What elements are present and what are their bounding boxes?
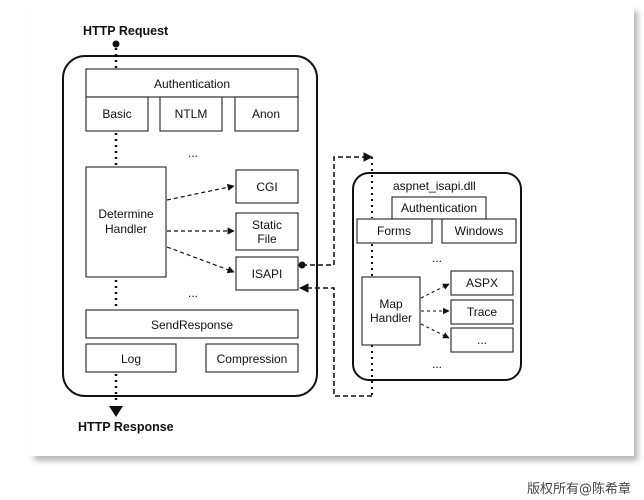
aspnet-auth-forms-label: Forms <box>377 224 411 238</box>
handler-isapi-label: ISAPI <box>252 267 283 281</box>
aspnet-auth-windows-label: Windows <box>455 224 504 238</box>
iis-authentication-label: Authentication <box>154 77 230 91</box>
arrow-to-isapi <box>166 246 235 274</box>
log-label: Log <box>121 352 141 366</box>
auth-ntlm-label: NTLM <box>175 107 208 121</box>
aspnet-auth-forms-box <box>356 218 433 244</box>
aspnet-handler-more-label: ... <box>477 333 487 347</box>
arrow-to-aspx <box>420 283 450 299</box>
aspnet-to-isapi-return-arrow <box>299 283 372 397</box>
handler-static-file-box <box>235 212 299 251</box>
auth-anon-box <box>234 96 299 132</box>
auth-ntlm-box <box>159 96 223 132</box>
aspnet-auth-windows-box <box>441 218 517 244</box>
auth-basic-label: Basic <box>102 107 131 121</box>
determine-handler-label-2: Handler <box>105 222 147 236</box>
handler-cgi-label: CGI <box>256 180 277 194</box>
determine-handler-box <box>85 166 167 278</box>
handler-static-label-1: Static <box>252 218 282 232</box>
aspnet-handler-aspx-label: ASPX <box>466 276 498 290</box>
determine-handler-label-1: Determine <box>98 207 154 221</box>
aspnet-authentication-box <box>391 196 487 220</box>
arrow-to-more-handlers <box>420 323 450 339</box>
handler-isapi-box <box>235 256 299 291</box>
compression-box <box>205 343 299 373</box>
handler-static-label-2: File <box>257 232 277 246</box>
http-response-label: HTTP Response <box>78 420 174 434</box>
arrow-to-cgi <box>166 183 235 201</box>
compression-label: Compression <box>217 352 288 366</box>
aspnet-ellipsis-bottom: ... <box>432 357 442 371</box>
handler-cgi-box <box>235 169 299 204</box>
http-request-label: HTTP Request <box>83 24 169 38</box>
copyright-watermark: 版权所有@陈希章 <box>527 481 631 497</box>
map-handler-box <box>361 276 421 346</box>
aspnet-ellipsis-top: ... <box>432 251 442 265</box>
aspnet-handler-trace-box <box>450 299 514 325</box>
log-box <box>85 343 177 373</box>
aspnet-handler-aspx-box <box>450 270 514 296</box>
isapi-to-aspnet-arrow <box>302 152 373 266</box>
aspnet-authentication-label: Authentication <box>401 201 477 215</box>
send-response-box <box>85 309 299 339</box>
iis-ellipsis-bottom: ... <box>188 286 198 300</box>
map-handler-label-2: Handler <box>370 311 412 325</box>
response-arrowhead <box>109 406 123 417</box>
aspnet-handler-trace-label: Trace <box>467 305 498 319</box>
aspnet-title: aspnet_isapi.dll <box>393 179 476 193</box>
request-entry-dot <box>112 40 120 48</box>
auth-anon-label: Anon <box>252 107 280 121</box>
auth-basic-box <box>85 96 149 132</box>
iis-ellipsis-top: ... <box>188 146 198 160</box>
aspnet-handler-more-box <box>450 327 514 353</box>
map-handler-label-1: Map <box>379 297 403 311</box>
send-response-label: SendResponse <box>151 318 233 332</box>
